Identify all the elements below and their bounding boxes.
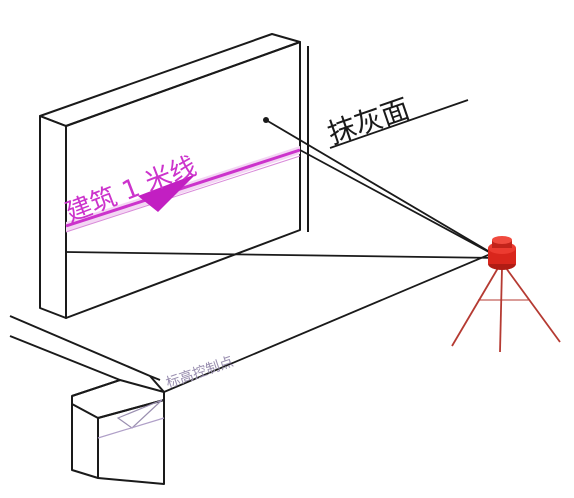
beam-to-plaster-point (265, 119, 501, 259)
laser-beams (65, 119, 501, 259)
floor-line (163, 249, 501, 393)
one-meter-line-group (65, 146, 301, 233)
back-wall-side-face (39, 115, 67, 319)
lower-wall-top-edge (9, 315, 161, 381)
elevation-control-marker (97, 399, 165, 439)
plaster-point-dot (263, 117, 269, 123)
lower-wall-side-face (97, 399, 165, 485)
laser-level-icon (488, 236, 516, 270)
plaster-surface-label: 抹灰面 (324, 92, 414, 151)
elevation-control-pointer (116, 399, 163, 429)
elevation-control-point-label: 标高控制点 (164, 353, 236, 392)
one-meter-line-thin (65, 155, 301, 233)
lower-wall-top-connector (149, 375, 165, 393)
one-meter-line (65, 148, 301, 228)
one-meter-pointer (138, 174, 196, 212)
beam-to-wall-left (65, 251, 501, 259)
plaster-surface-underline (329, 99, 469, 149)
back-wall-top-face (39, 33, 301, 127)
tripod-icon (451, 267, 561, 353)
back-wall (39, 33, 309, 319)
elevation-control-line (97, 417, 165, 439)
lower-wall (9, 315, 165, 485)
beam-to-wall-corner (299, 149, 501, 259)
lower-wall-inner-edge (9, 335, 121, 397)
lower-wall-front-face (71, 404, 99, 479)
